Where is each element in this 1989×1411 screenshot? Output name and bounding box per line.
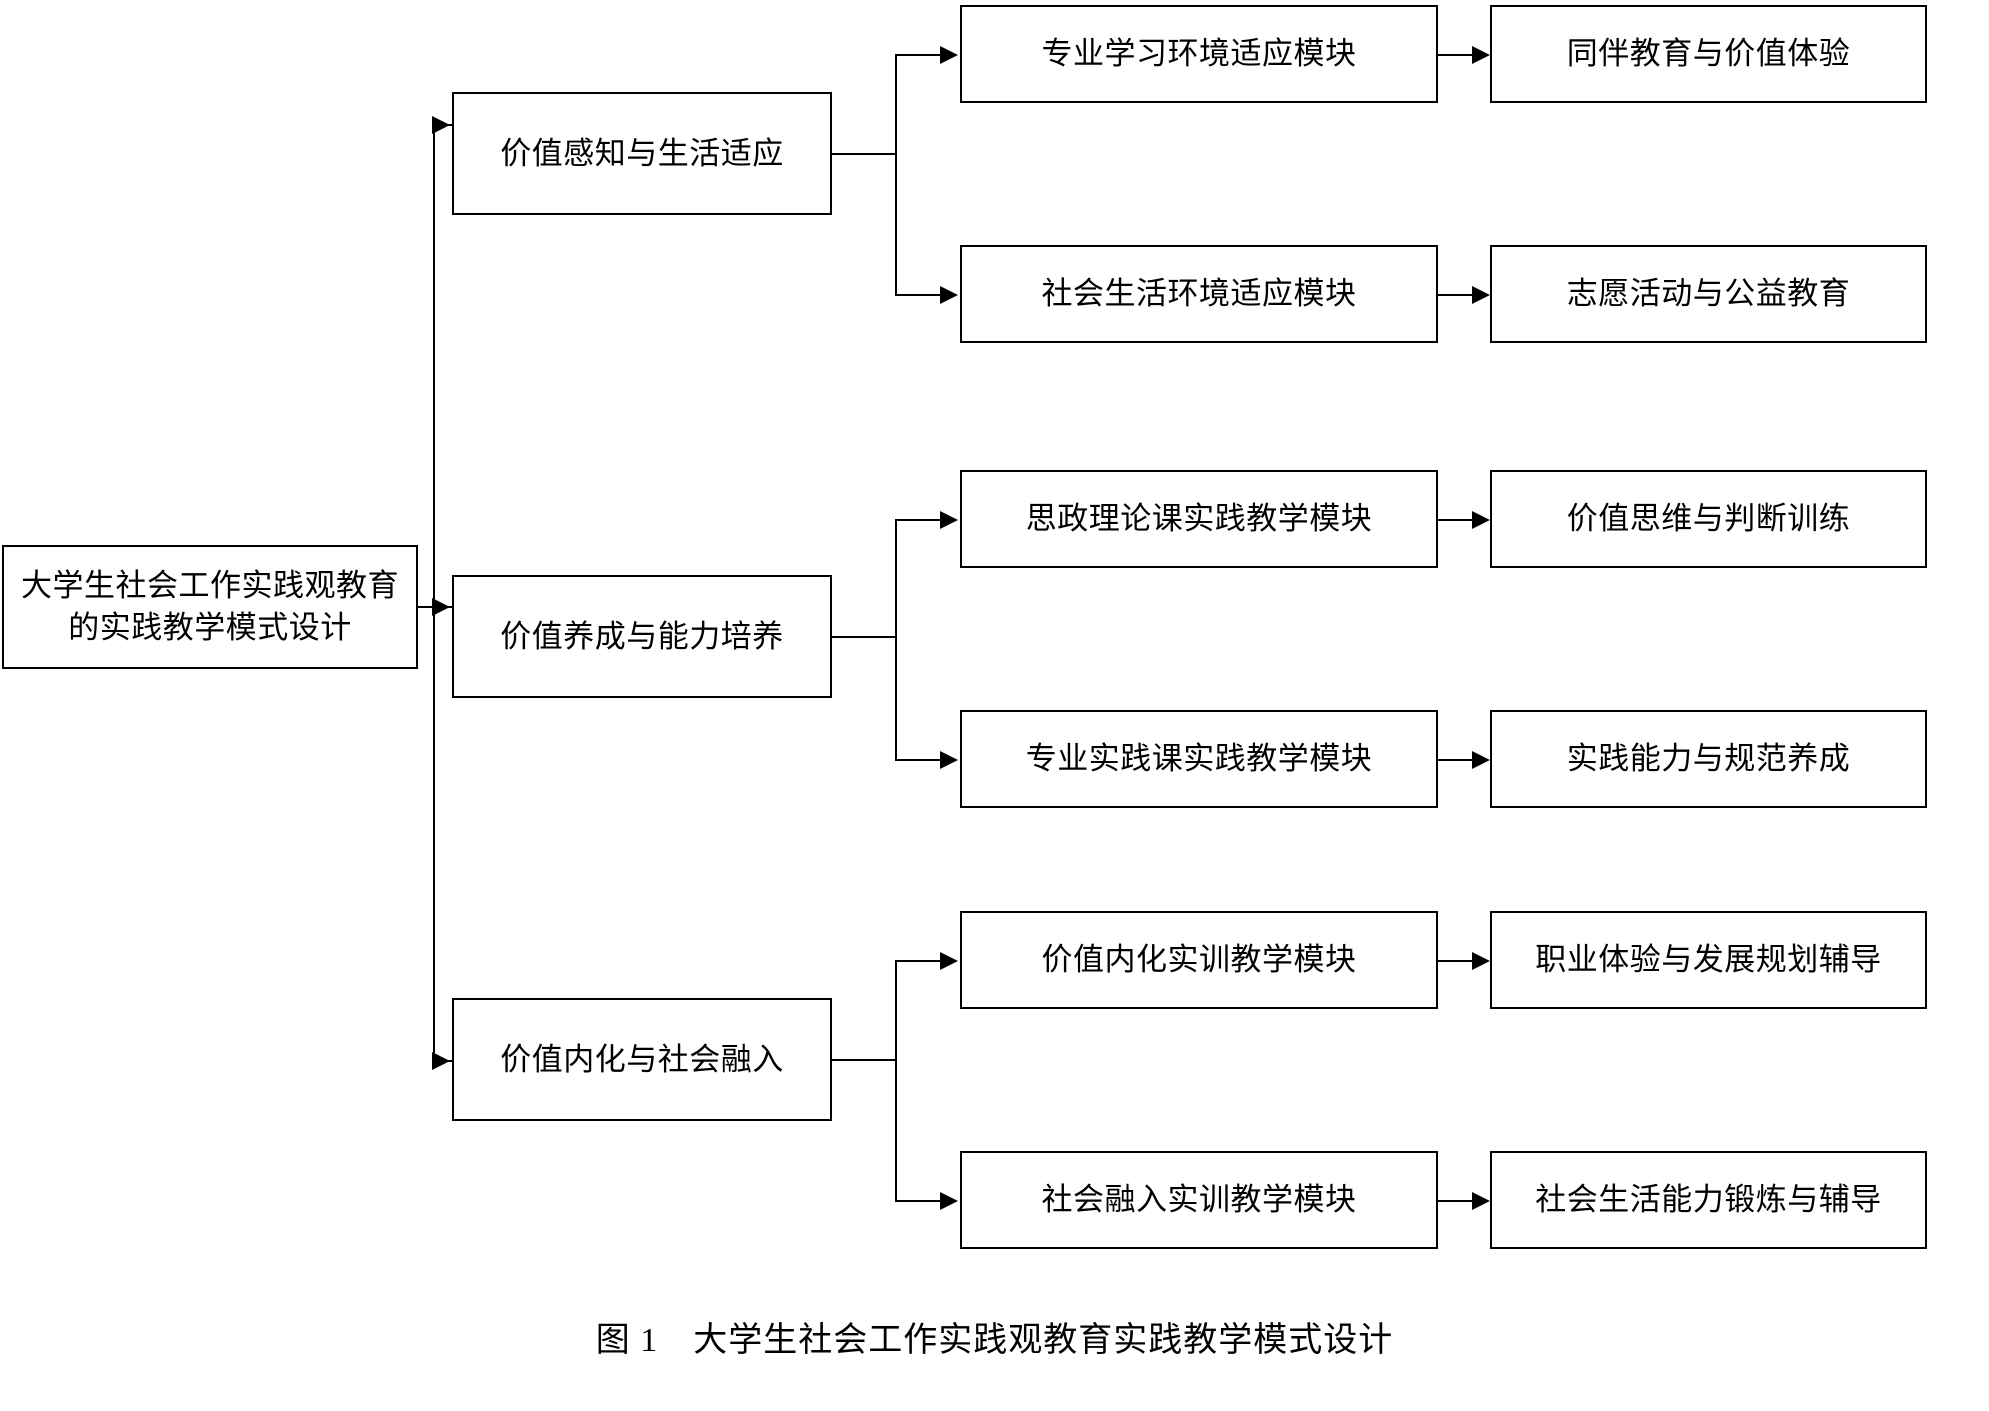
module-node-2-1-label: 思政理论课实践教学模块 xyxy=(1025,501,1373,537)
module-node-2-2-label: 专业实践课实践教学模块 xyxy=(1025,741,1373,777)
outcome-node-3-1-label: 职业体验与发展规划辅导 xyxy=(1535,942,1882,978)
module-node-1-2: 社会生活环境适应模块 xyxy=(960,245,1438,343)
branch-node-1: 价值感知与生活适应 xyxy=(452,92,832,215)
outcome-1-2-line xyxy=(1438,294,1476,296)
outcome-2-1-arrowhead xyxy=(1472,511,1490,529)
root-node: 大学生社会工作实践观教育的实践教学模式设计 xyxy=(2,545,418,669)
branch-2-module-1-line xyxy=(895,519,941,521)
module-node-2-2: 专业实践课实践教学模块 xyxy=(960,710,1438,808)
branch-1-module-2-line xyxy=(895,294,941,296)
module-node-1-1-label: 专业学习环境适应模块 xyxy=(1041,36,1357,72)
branch-3-arrowhead xyxy=(432,1052,450,1070)
outcome-3-2-arrowhead xyxy=(1472,1192,1490,1210)
branch-1-fan-stem xyxy=(832,153,896,155)
branch-node-3-label: 价值内化与社会融入 xyxy=(500,1041,784,1077)
branch-node-1-label: 价值感知与生活适应 xyxy=(500,135,784,171)
module-node-3-2: 社会融入实训教学模块 xyxy=(960,1151,1438,1249)
branch-3-module-1-arrowhead xyxy=(940,952,958,970)
module-node-1-2-label: 社会生活环境适应模块 xyxy=(1041,276,1357,312)
outcome-2-2-arrowhead xyxy=(1472,751,1490,769)
module-node-3-1: 价值内化实训教学模块 xyxy=(960,911,1438,1009)
branch-3-fan-stem xyxy=(832,1059,896,1061)
branch-3-module-2-line xyxy=(895,1200,941,1202)
outcome-3-2-line xyxy=(1438,1200,1476,1202)
branch-node-2-label: 价值养成与能力培养 xyxy=(500,618,784,654)
outcome-node-1-1-label: 同伴教育与价值体验 xyxy=(1566,36,1851,72)
outcome-node-2-1: 价值思维与判断训练 xyxy=(1490,470,1927,568)
branch-2-module-2-line xyxy=(895,759,941,761)
branch-2-arrowhead xyxy=(432,598,450,616)
module-node-3-1-label: 价值内化实训教学模块 xyxy=(1041,942,1357,978)
outcome-3-1-line xyxy=(1438,960,1476,962)
branch-node-3: 价值内化与社会融入 xyxy=(452,998,832,1121)
outcome-3-1-arrowhead xyxy=(1472,952,1490,970)
module-node-3-2-label: 社会融入实训教学模块 xyxy=(1041,1182,1357,1218)
outcome-node-1-2-label: 志愿活动与公益教育 xyxy=(1566,276,1851,312)
outcome-1-2-arrowhead xyxy=(1472,286,1490,304)
branch-1-fan-vertical xyxy=(895,54,897,294)
outcome-node-2-2-label: 实践能力与规范养成 xyxy=(1566,741,1851,777)
outcome-node-1-2: 志愿活动与公益教育 xyxy=(1490,245,1927,343)
root-node-label: 大学生社会工作实践观教育的实践教学模式设计 xyxy=(21,568,399,645)
outcome-node-3-2-label: 社会生活能力锻炼与辅导 xyxy=(1535,1182,1882,1218)
branch-3-fan-vertical xyxy=(895,960,897,1200)
outcome-node-3-2: 社会生活能力锻炼与辅导 xyxy=(1490,1151,1927,1249)
branch-1-module-2-arrowhead xyxy=(940,286,958,304)
module-node-2-1: 思政理论课实践教学模块 xyxy=(960,470,1438,568)
outcome-node-3-1: 职业体验与发展规划辅导 xyxy=(1490,911,1927,1009)
outcome-1-1-arrowhead xyxy=(1472,46,1490,64)
outcome-node-1-1: 同伴教育与价值体验 xyxy=(1490,5,1927,103)
root-stem-line xyxy=(418,606,434,608)
outcome-node-2-1-label: 价值思维与判断训练 xyxy=(1566,501,1851,537)
module-node-1-1: 专业学习环境适应模块 xyxy=(960,5,1438,103)
outcome-node-2-2: 实践能力与规范养成 xyxy=(1490,710,1927,808)
branch-2-fan-stem xyxy=(832,636,896,638)
branch-2-module-2-arrowhead xyxy=(940,751,958,769)
outcome-2-2-line xyxy=(1438,759,1476,761)
branch-1-module-1-line xyxy=(895,54,941,56)
figure-caption: 图 1 大学生社会工作实践观教育实践教学模式设计 xyxy=(595,1322,1394,1359)
branch-2-module-1-arrowhead xyxy=(940,511,958,529)
outcome-2-1-line xyxy=(1438,519,1476,521)
outcome-1-1-line xyxy=(1438,54,1476,56)
branch-3-module-2-arrowhead xyxy=(940,1192,958,1210)
branch-3-module-1-line xyxy=(895,960,941,962)
root-spine-vertical xyxy=(433,124,435,1062)
branch-1-module-1-arrowhead xyxy=(940,46,958,64)
branch-2-fan-vertical xyxy=(895,519,897,759)
branch-1-arrowhead xyxy=(432,116,450,134)
branch-node-2: 价值养成与能力培养 xyxy=(452,575,832,698)
